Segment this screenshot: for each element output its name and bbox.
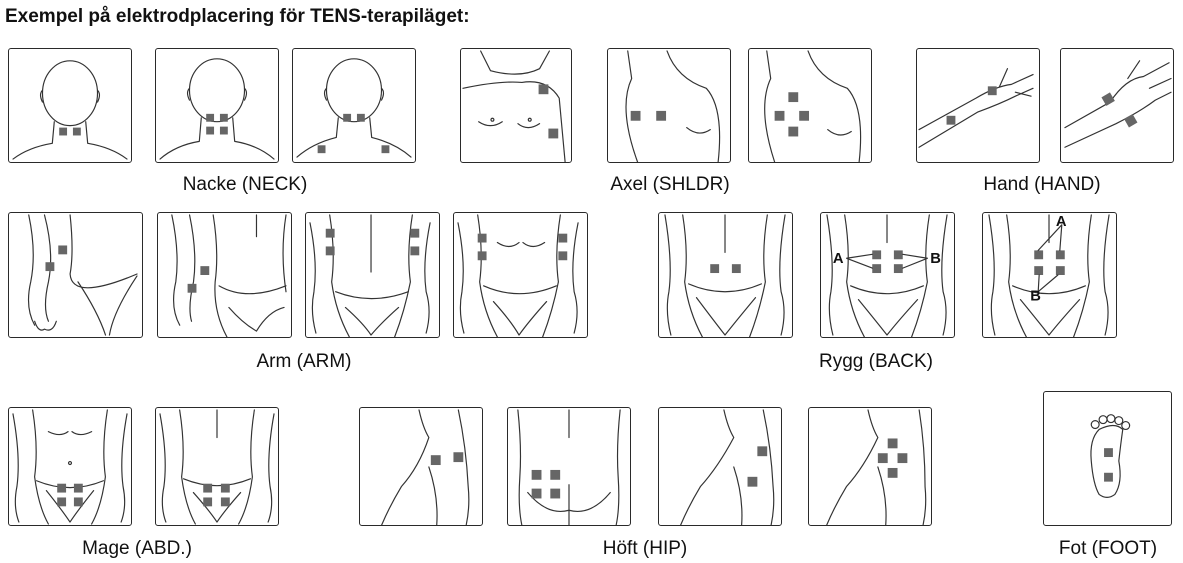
hip-placement-4 (808, 407, 932, 526)
page-title: Exempel på elektrodplacering för TENS-te… (5, 6, 470, 28)
arm-placement-3 (305, 212, 440, 338)
front-arms-illustration (454, 213, 587, 337)
back-arms-illustration (306, 213, 439, 337)
group-label-abdomen: Mage (ABD.) (82, 538, 192, 560)
group-label-neck: Nacke (NECK) (183, 174, 308, 196)
hip-placement-2 (507, 407, 631, 526)
group-label-shoulder: Axel (SHLDR) (610, 174, 729, 196)
group-label-foot: Fot (FOOT) (1059, 538, 1157, 560)
hip-side-illustration (809, 408, 931, 525)
group-label-hip: Höft (HIP) (603, 538, 687, 560)
arm-back-illustration (158, 213, 291, 337)
abdomen-placement-2 (155, 407, 279, 526)
marker-b: B (930, 251, 941, 267)
arm-placement-2 (157, 212, 292, 338)
shoulder-side-illustration (608, 49, 730, 162)
hip-placement-3 (658, 407, 782, 526)
group-label-hand: Hand (HAND) (983, 174, 1100, 196)
hand-placement-1 (916, 48, 1040, 163)
shoulder-placement-3 (748, 48, 872, 163)
hip-placement-1 (359, 407, 483, 526)
back-placement-2: A B (820, 212, 955, 338)
arm-hand-illustration (917, 49, 1039, 162)
torso-front-illustration (461, 49, 571, 162)
group-label-back: Rygg (BACK) (819, 351, 933, 373)
head-back-illustration (293, 49, 415, 162)
hand-placement-2 (1060, 48, 1174, 163)
neck-placement-2 (155, 48, 279, 163)
foot-placement (1043, 391, 1172, 526)
arm-body-illustration (9, 213, 142, 337)
marker-a: A (833, 251, 844, 267)
marker-b: B (1030, 289, 1041, 305)
lower-back-illustration: A B (983, 213, 1116, 337)
group-label-arm: Arm (ARM) (257, 351, 352, 373)
shoulder-side-illustration (749, 49, 871, 162)
marker-a: A (1056, 214, 1067, 230)
lower-back-illustration (659, 213, 792, 337)
abdomen-placement-1 (8, 407, 132, 526)
lower-back-illustration: A B (821, 213, 954, 337)
neck-placement-3 (292, 48, 416, 163)
arm-placement-4 (453, 212, 588, 338)
hip-side-illustration (659, 408, 781, 525)
neck-placement-1 (8, 48, 132, 163)
head-back-illustration (156, 49, 278, 162)
hip-back-illustration (508, 408, 630, 525)
shoulder-placement-2 (607, 48, 731, 163)
arm-placement-1 (8, 212, 143, 338)
foot-sole-illustration (1044, 392, 1171, 525)
lower-back-illustration (156, 408, 278, 525)
shoulder-placement-1 (460, 48, 572, 163)
head-back-illustration (9, 49, 131, 162)
abdomen-front-illustration (9, 408, 131, 525)
hand-palm-illustration (1061, 49, 1173, 162)
back-placement-3: A B (982, 212, 1117, 338)
back-placement-1 (658, 212, 793, 338)
hip-side-illustration (360, 408, 482, 525)
